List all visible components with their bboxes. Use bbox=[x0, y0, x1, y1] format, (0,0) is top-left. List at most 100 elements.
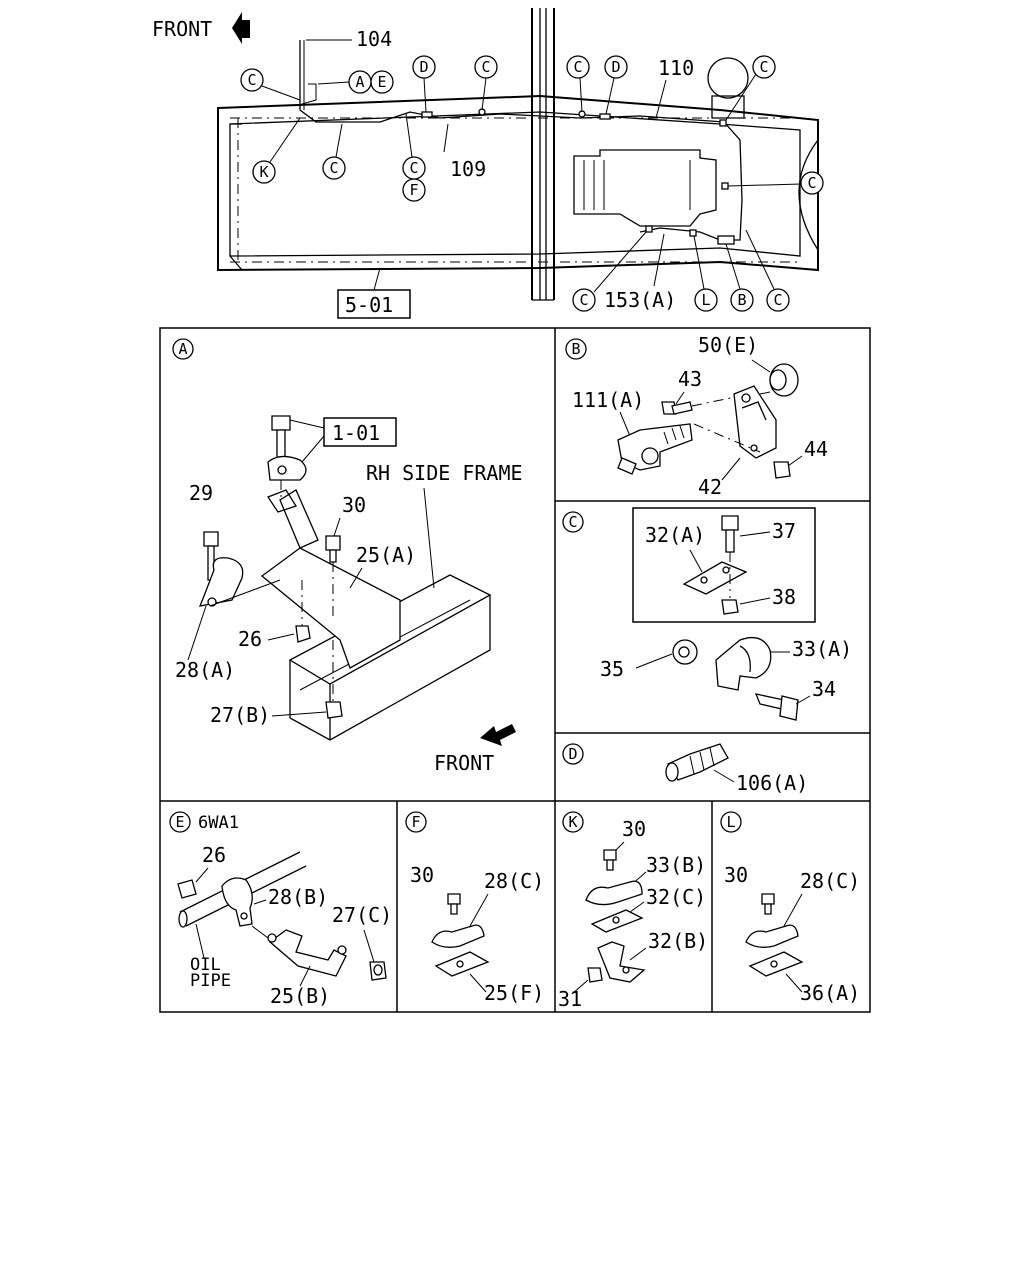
svg-text:L: L bbox=[701, 291, 710, 309]
part-42: 42 bbox=[698, 475, 722, 499]
part-38: 38 bbox=[772, 585, 796, 609]
svg-text:C: C bbox=[481, 58, 490, 76]
svg-text:D: D bbox=[419, 58, 428, 76]
front-arrow-icon bbox=[232, 12, 250, 44]
panel-k: K 30 33(B) 32(C) 32(B) 31 bbox=[558, 811, 708, 1011]
part-43: 43 bbox=[678, 367, 702, 391]
label-104: 104 bbox=[356, 27, 392, 51]
part-32a: 32(A) bbox=[645, 523, 705, 547]
part-25b: 25(B) bbox=[270, 984, 330, 1008]
chassis-overview: FRONT bbox=[152, 8, 824, 319]
callout-l: L bbox=[693, 235, 718, 312]
part-27b: 27(B) bbox=[210, 703, 270, 727]
part-106a: 106(A) bbox=[736, 771, 808, 795]
part-30: 30 bbox=[622, 817, 646, 841]
part-25a: 25(A) bbox=[356, 543, 416, 567]
callout-c2: C bbox=[322, 123, 346, 180]
part-26: 26 bbox=[202, 843, 226, 867]
label-109: 109 bbox=[450, 157, 486, 181]
svg-text:B: B bbox=[571, 340, 580, 358]
part-33a: 33(A) bbox=[792, 637, 852, 661]
svg-text:C: C bbox=[579, 291, 588, 309]
part-36a: 36(A) bbox=[800, 981, 860, 1005]
label-110: 110 bbox=[658, 56, 694, 80]
part-30: 30 bbox=[724, 863, 748, 887]
panel-f: F 30 28(C) 25(F) bbox=[405, 811, 544, 1005]
svg-text:C: C bbox=[807, 174, 816, 192]
oil-label: OIL bbox=[190, 955, 221, 975]
svg-text:C: C bbox=[329, 159, 338, 177]
panel-e-title: 6WA1 bbox=[198, 813, 239, 833]
ref-box-5-01 bbox=[337, 289, 411, 319]
part-25f: 25(F) bbox=[484, 981, 544, 1005]
callout-k: K bbox=[252, 117, 301, 184]
part-28b: 28(B) bbox=[268, 885, 328, 909]
part-26: 26 bbox=[238, 627, 262, 651]
callout-d1: D bbox=[412, 55, 436, 113]
svg-text:E: E bbox=[377, 73, 386, 91]
part-37: 37 bbox=[772, 519, 796, 543]
clip-markers bbox=[421, 108, 735, 245]
svg-text:C: C bbox=[573, 58, 582, 76]
part-32c: 32(C) bbox=[646, 885, 706, 909]
callout-c4: C bbox=[402, 113, 426, 180]
svg-text:C: C bbox=[773, 291, 782, 309]
svg-text:E: E bbox=[175, 813, 184, 831]
part-50e: 50(E) bbox=[698, 333, 758, 357]
part-34: 34 bbox=[812, 677, 836, 701]
part-28a: 28(A) bbox=[175, 658, 235, 682]
part-28c: 28(C) bbox=[800, 869, 860, 893]
callout-c1: C bbox=[240, 68, 301, 101]
callout-c7: C bbox=[727, 171, 824, 195]
svg-text:D: D bbox=[611, 58, 620, 76]
callout-c6: C bbox=[725, 55, 776, 121]
svg-text:L: L bbox=[726, 813, 735, 831]
callout-c3: C bbox=[474, 55, 498, 111]
panel-d: D 106(A) bbox=[562, 743, 808, 795]
part-31: 31 bbox=[558, 987, 582, 1011]
part-111a: 111(A) bbox=[572, 388, 644, 412]
callout-c9: C bbox=[745, 229, 790, 312]
svg-text:C: C bbox=[759, 58, 768, 76]
label-153a: 153(A) bbox=[604, 288, 676, 312]
callout-d2: D bbox=[604, 55, 628, 115]
panel-l: L 30 28(C) 36(A) bbox=[720, 811, 860, 1005]
panel-a-front-label: FRONT bbox=[434, 751, 494, 775]
part-33b: 33(B) bbox=[646, 853, 706, 877]
panel-grid bbox=[159, 327, 871, 1013]
svg-text:F: F bbox=[411, 813, 420, 831]
callout-b: B bbox=[725, 243, 754, 312]
part-29: 29 bbox=[189, 481, 213, 505]
svg-text:D: D bbox=[568, 745, 577, 763]
part-28c: 28(C) bbox=[484, 869, 544, 893]
front-label: FRONT bbox=[152, 17, 212, 41]
svg-text:C: C bbox=[409, 159, 418, 177]
panel-a: A 1-01 RH SIDE FRAME 29 30 bbox=[172, 338, 523, 775]
callout-ae: A E bbox=[317, 70, 394, 94]
ref-box-5-01-label: 5-01 bbox=[345, 293, 393, 317]
callout-f: F bbox=[402, 178, 426, 202]
callout-c5: C bbox=[566, 55, 590, 113]
svg-text:C: C bbox=[247, 71, 256, 89]
ref-box-1-01-label: 1-01 bbox=[332, 421, 380, 445]
svg-text:C: C bbox=[568, 513, 577, 531]
panel-b: B 50(E) 43 111(A) 44 42 bbox=[565, 333, 828, 499]
panel-c: C 32(A) 37 38 35 33(A) 34 bbox=[562, 507, 852, 721]
panel-e: E 6WA1 26 28(B) 27(C) OIL PIPE 25(B) bbox=[169, 811, 392, 1008]
part-30: 30 bbox=[410, 863, 434, 887]
svg-text:B: B bbox=[737, 291, 746, 309]
svg-text:A: A bbox=[178, 340, 187, 358]
svg-text:A: A bbox=[355, 73, 364, 91]
part-30: 30 bbox=[342, 493, 366, 517]
rh-side-frame-label: RH SIDE FRAME bbox=[366, 461, 523, 485]
part-35: 35 bbox=[600, 657, 624, 681]
svg-text:K: K bbox=[568, 813, 577, 831]
front-arrow-icon bbox=[480, 724, 516, 746]
svg-text:K: K bbox=[259, 163, 268, 181]
part-44: 44 bbox=[804, 437, 828, 461]
part-32b: 32(B) bbox=[648, 929, 708, 953]
part-27c: 27(C) bbox=[332, 903, 392, 927]
ref-box-1-01 bbox=[323, 417, 397, 447]
svg-text:F: F bbox=[409, 181, 418, 199]
